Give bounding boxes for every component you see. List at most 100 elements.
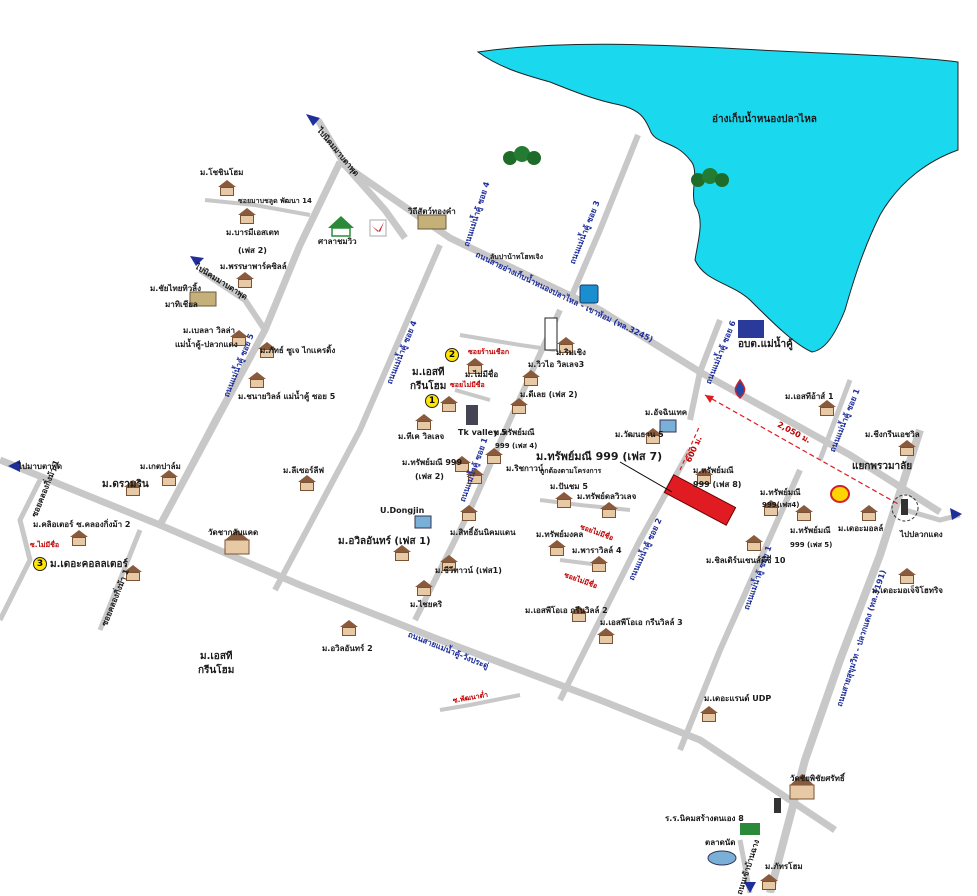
place-label: ม.คลิอเตอร์ ซ.คลองกิ่งม้า 2 xyxy=(33,520,131,529)
temple-icon-roof xyxy=(225,530,249,540)
site-title: ม.ทรัพย์มณี 999 (เฟส 7) xyxy=(536,450,663,463)
house-icon xyxy=(600,502,618,518)
direction-pluak-daeng: ไปปลวกแดง xyxy=(900,530,943,539)
place-label: ม.อวิลอันทร์ 2 xyxy=(322,644,373,653)
place-label: ม.เอสพีโอเอ กรีนวิลล์ 3 xyxy=(600,618,683,627)
place-label: ม.ปันชม 5 xyxy=(550,482,588,491)
house-icon xyxy=(124,480,142,496)
garden-icon xyxy=(189,291,217,307)
distance-line-600 xyxy=(679,424,701,471)
place-label: ม.ภัทรโฮม xyxy=(765,862,803,871)
arrow-up-left-icon xyxy=(190,256,204,266)
place-label: ซอยมาบชลูด พัฒนา 14 xyxy=(238,197,312,205)
arrow-down-icon xyxy=(744,882,756,893)
place-label: (เฟส 2) xyxy=(238,246,267,255)
place-label: แม่น้ำคู้-ปลวกแดง xyxy=(175,340,238,349)
place-label: ม.เอสพีโอเอ กรีนวิลล์ 2 xyxy=(525,606,608,615)
road-soi-upper-right xyxy=(687,318,723,421)
place-label: ม.ทรัพย์มณี xyxy=(790,526,831,535)
house-icon xyxy=(124,565,142,581)
place-label: ม.ชีวีทาวน์ (เฟส1) xyxy=(435,566,502,575)
tree-icon xyxy=(503,146,541,165)
place-label: ม.ชีงกรีนเอชวิล xyxy=(865,430,920,439)
house-icon xyxy=(695,468,713,484)
place-label: Tk valley 5 xyxy=(458,428,507,437)
house-icon xyxy=(340,620,358,636)
road-soi-4-left xyxy=(272,243,443,592)
pavilion-icon xyxy=(328,216,354,228)
site-leader-line xyxy=(619,461,673,493)
temple-icon-roof xyxy=(790,774,814,785)
house-icon xyxy=(760,874,778,890)
marker-1: 1 xyxy=(425,394,439,408)
place-label: กรีนโฮม xyxy=(410,381,447,392)
distance-arrowhead xyxy=(705,395,714,403)
house-icon xyxy=(570,606,588,622)
house-icon xyxy=(393,545,411,561)
distance-line-2050 xyxy=(704,394,901,506)
house-icon xyxy=(555,492,573,508)
house-icon xyxy=(510,398,528,414)
arrow-up-left-icon xyxy=(306,114,320,126)
house-icon xyxy=(818,400,836,416)
temple-icon xyxy=(789,784,815,800)
place-label: ม.เอสที xyxy=(412,367,445,378)
place-label: วัดชัยพิชัยศรัทธิ์ xyxy=(790,774,845,783)
road-klong-muang xyxy=(0,478,43,622)
place-label: ม.เดอะมอเจ็จิโฮทริจ xyxy=(872,586,943,595)
place-label: ม.พรรษาพาร์คซิลล์ xyxy=(220,262,287,271)
house-icon xyxy=(700,706,718,722)
marker-2: 2 xyxy=(445,348,459,362)
place-label: วิถีสัตว์ทองคำ xyxy=(408,207,456,216)
arrow-left-icon xyxy=(8,460,20,472)
pavilion-icon-base xyxy=(331,227,351,237)
house-icon xyxy=(795,505,813,521)
road-soi-2 xyxy=(557,448,693,702)
site-subtitle: ถูกต้องตามโครงการ xyxy=(540,467,602,475)
place-label: ม.ทรัพย์มณี xyxy=(494,428,535,437)
place-label: ม.พาราวิลล์ 4 xyxy=(572,546,622,555)
place-label: ม.ภัทธ์ ซูเจ ไกเเครดิ้ง xyxy=(260,346,336,355)
place-label: แยกพรวมาลัย xyxy=(852,461,913,472)
place-label: อบต.แม่น้ำคู้ xyxy=(738,339,793,350)
place-label: ม.เอสที xyxy=(200,651,233,662)
road-soi-right xyxy=(677,468,803,752)
factory-icon xyxy=(414,515,432,529)
place-label: ม.สิทธิ์อันนิคมแดน xyxy=(450,528,516,537)
house-icon xyxy=(548,540,566,556)
house-icon xyxy=(415,414,433,430)
house-icon xyxy=(590,556,608,572)
traffic-light-icon xyxy=(774,798,781,813)
house-icon xyxy=(415,580,433,596)
house-icon xyxy=(466,468,484,484)
place-label: U.Dongjin xyxy=(380,506,425,515)
house-icon xyxy=(440,396,458,412)
arrow-right-icon xyxy=(950,508,962,520)
place-label: ซอยร้านเชือก xyxy=(468,348,510,356)
house-icon xyxy=(248,372,266,388)
road-soi-upper-right-2 xyxy=(817,379,853,461)
road-small-connector-2 xyxy=(454,388,491,402)
house-icon xyxy=(644,428,662,444)
road-klong-kingma xyxy=(97,529,143,631)
ptt-icon xyxy=(734,378,746,400)
road-small-connector xyxy=(459,333,556,352)
temple-icon xyxy=(224,539,250,555)
house-icon xyxy=(70,530,88,546)
place-label: วัดชากลับแคด xyxy=(208,528,259,537)
house-icon xyxy=(898,568,916,584)
factory-icon xyxy=(659,419,677,433)
place-label: ม.ดีเลย (เฟส 2) xyxy=(520,390,578,399)
place-label: (เฟส 2) xyxy=(415,472,444,481)
bank-icon xyxy=(579,284,599,304)
house-icon xyxy=(440,555,458,571)
place-label: ม.ดรามริน xyxy=(102,479,149,490)
house-icon xyxy=(218,180,236,196)
house-icon xyxy=(466,358,484,374)
place-label: ม.ทรัพย์มณี xyxy=(693,466,734,475)
house-icon xyxy=(557,337,575,353)
place-label: ม.เดอะแรนด์ UDP xyxy=(704,694,772,703)
place-label: ลับปาน้าทโฮทเจิง xyxy=(490,253,543,261)
house-icon xyxy=(258,342,276,358)
place-label: ม.ทรัพย์มณี xyxy=(760,488,801,497)
